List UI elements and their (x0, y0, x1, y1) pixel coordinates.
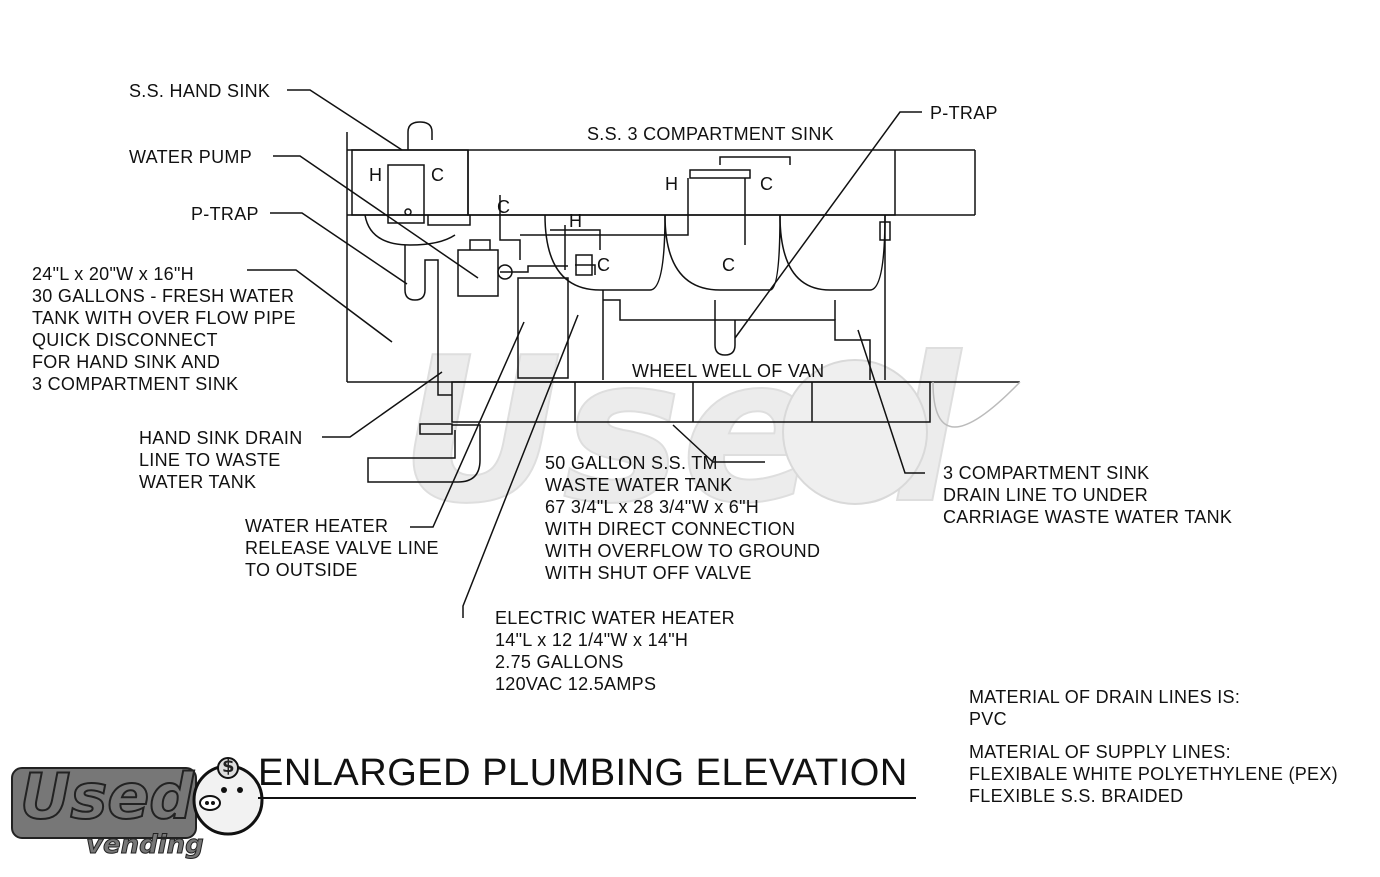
hot-marker: H (369, 165, 382, 185)
three-compartment-sink-label: S.S. 3 COMPARTMENT SINK (587, 124, 834, 144)
drawing-title: ENLARGED PLUMBING ELEVATION (258, 752, 908, 794)
hand-sink-drain-label: HAND SINK DRAIN LINE TO WASTE WATER TANK (139, 427, 303, 493)
waste-water-tank-label: 50 GALLON S.S. TM WASTE WATER TANK 67 3/… (545, 452, 820, 584)
cold-marker: C (760, 174, 773, 194)
cold-marker: C (597, 255, 610, 275)
heater-valve-line-3: TO OUTSIDE (245, 560, 358, 580)
logo-subword: vending (86, 830, 205, 861)
drain-material-note: MATERIAL OF DRAIN LINES IS: PVC (969, 686, 1240, 730)
wheel-well-label: WHEEL WELL OF VAN (632, 361, 825, 381)
hand-drain-line-2: LINE TO WASTE (139, 450, 281, 470)
hot-marker: H (569, 211, 582, 231)
cold-marker: C (431, 165, 444, 185)
waste-tank-line-3: 67 3/4"L x 28 3/4"W x 6"H (545, 497, 760, 517)
hand-drain-line-1: HAND SINK DRAIN (139, 428, 303, 448)
comp-drain-line-3: CARRIAGE WASTE WATER TANK (943, 507, 1233, 527)
waste-tank-line-2: WASTE WATER TANK (545, 475, 733, 495)
cold-marker: C (497, 197, 510, 217)
fresh-tank-line-4: QUICK DISCONNECT (32, 330, 218, 350)
fresh-tank-line-3: TANK WITH OVER FLOW PIPE (32, 308, 296, 328)
title-underline (258, 797, 916, 799)
electric-water-heater-label: ELECTRIC WATER HEATER 14"L x 12 1/4"W x … (495, 607, 735, 695)
water-pump-label: WATER PUMP (129, 147, 252, 167)
heater-line-1: ELECTRIC WATER HEATER (495, 608, 735, 628)
p-trap-right-label: P-TRAP (930, 103, 998, 123)
drawing-lines (247, 89, 1021, 618)
heater-line-3: 2.75 GALLONS (495, 652, 624, 672)
hand-sink-label: S.S. HAND SINK (129, 81, 271, 101)
cold-marker: C (722, 255, 735, 275)
hot-marker: H (665, 174, 678, 194)
fresh-tank-line-6: 3 COMPARTMENT SINK (32, 374, 239, 394)
comp-drain-line-1: 3 COMPARTMENT SINK (943, 463, 1150, 483)
waste-tank-line-4: WITH DIRECT CONNECTION (545, 519, 796, 539)
heater-valve-line-2: RELEASE VALVE LINE (245, 538, 439, 558)
heater-valve-line-1: WATER HEATER (245, 516, 389, 536)
logo-word: Used (19, 759, 195, 834)
fresh-tank-line-1: 24"L x 20"W x 16"H (32, 264, 194, 284)
hand-drain-line-3: WATER TANK (139, 472, 257, 492)
p-trap-left-label: P-TRAP (191, 204, 259, 224)
supply-note-line-1: MATERIAL OF SUPPLY LINES: (969, 742, 1231, 762)
supply-note-line-2: FLEXIBALE WHITE POLYETHYLENE (PEX) (969, 764, 1338, 784)
heater-line-4: 120VAC 12.5AMPS (495, 674, 657, 694)
waste-tank-line-1: 50 GALLON S.S. TM (545, 453, 718, 473)
waste-tank-line-5: WITH OVERFLOW TO GROUND (545, 541, 821, 561)
used-vending-logo (11, 757, 264, 839)
comp-drain-line-2: DRAIN LINE TO UNDER (943, 485, 1149, 505)
fresh-water-tank-label: 24"L x 20"W x 16"H 30 GALLONS - FRESH WA… (32, 263, 296, 395)
drain-note-line-2: PVC (969, 709, 1007, 729)
drain-note-line-1: MATERIAL OF DRAIN LINES IS: (969, 687, 1241, 707)
compartment-sink-drain-label: 3 COMPARTMENT SINK DRAIN LINE TO UNDER C… (943, 462, 1232, 528)
dollar-icon: $ (222, 756, 235, 777)
heater-line-2: 14"L x 12 1/4"W x 14"H (495, 630, 689, 650)
fresh-tank-line-5: FOR HAND SINK AND (32, 352, 221, 372)
supply-note-line-3: FLEXIBLE S.S. BRAIDED (969, 786, 1184, 806)
waste-tank-line-6: WITH SHUT OFF VALVE (545, 563, 752, 583)
water-heater-valve-label: WATER HEATER RELEASE VALVE LINE TO OUTSI… (245, 515, 439, 581)
fresh-tank-line-2: 30 GALLONS - FRESH WATER (32, 286, 295, 306)
supply-material-note: MATERIAL OF SUPPLY LINES: FLEXIBALE WHIT… (969, 741, 1338, 807)
